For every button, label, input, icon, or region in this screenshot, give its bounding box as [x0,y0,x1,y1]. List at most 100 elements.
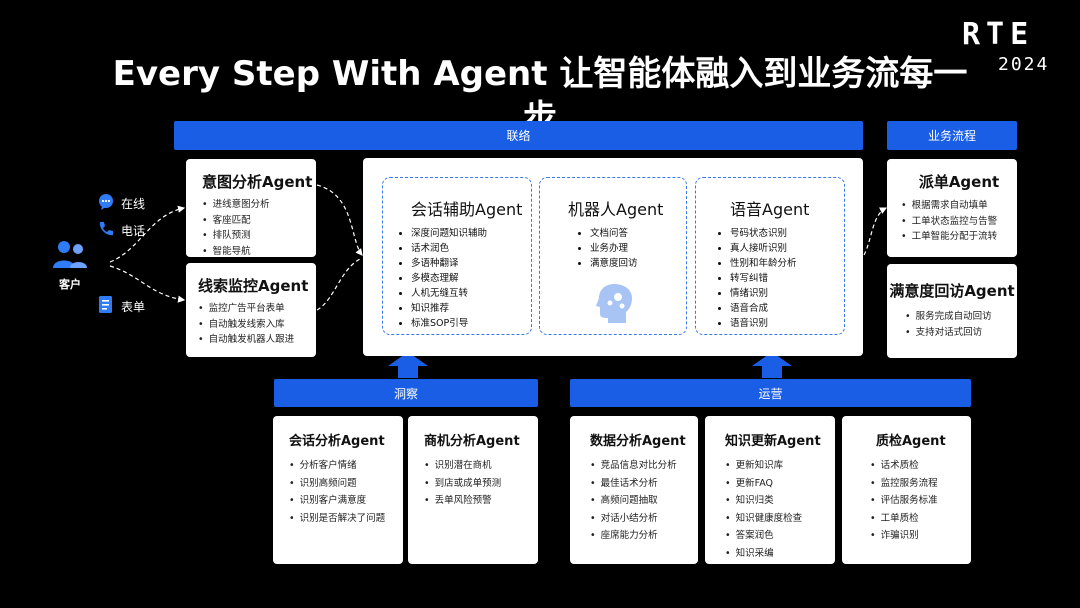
svg-text:RTE: RTE [962,17,1034,52]
list-item: 自动触发线索入库 [198,317,316,333]
list-item: 对话小结分析 [590,510,698,528]
session-assist-card: 会话辅助Agent 深度问题知识辅助 话术润色 多语种翻译 多模态理解 人机无缝… [382,177,532,335]
card-title: 语音Agent [730,200,810,219]
up-arrow-insight [388,352,428,378]
list-item: 丢单风险预警 [424,492,538,510]
connector-center-dispatch [863,207,888,256]
list-item: 客座匹配 [202,213,316,229]
list-item: 识别潜在商机 [424,457,538,475]
list-item: 智能导航 [202,244,316,260]
list-item: 转写纠错 [730,271,844,286]
card-title: 知识更新Agent [725,434,821,449]
list-item: 识别是否解决了问题 [289,510,403,528]
card-title: 质检Agent [876,434,946,449]
list-item: 语音识别 [730,316,844,331]
list-item: 进线意图分析 [202,197,316,213]
liaison-bar: 联络 [174,121,863,150]
list-item: 知识健康度检查 [725,510,835,528]
ai-head-icon [596,282,634,328]
list-item: 识别客户满意度 [289,492,403,510]
list-item: 服务完成自动回访 [905,309,1017,325]
list-item: 工单状态监控与告警 [901,214,1017,230]
channel-phone: 电话 [97,220,145,241]
connector-lead-center [316,257,363,311]
dispatch-agent-card: 派单Agent 根据需求自动填单 工单状态监控与告警 工单智能分配于流转 [887,159,1017,257]
intent-analysis-card: 意图分析Agent 进线意图分析 客座匹配 排队预测 智能导航 [186,159,316,257]
list-item: 话术质检 [870,457,971,475]
robot-agent-card: 机器人Agent 文档问答 业务办理 满意度回访 [539,177,687,335]
business-opportunity-card: 商机分析Agent 识别潜在商机 到店或成单预测 丢单风险预警 [408,416,538,564]
connector-customer-lead [109,265,186,303]
connector-customer-intent [109,205,186,263]
connector-intent-center [316,184,363,256]
list-item: 语音合成 [730,301,844,316]
customer-icon [51,241,89,274]
session-analysis-card: 会话分析Agent 分析客户情绪 识别高频问题 识别客户满意度 识别是否解决了问… [273,416,403,564]
customer-group: 客户 [50,238,90,292]
list-item: 人机无缝互转 [411,286,531,301]
list-item: 评估服务标准 [870,492,971,510]
list-item: 到店或成单预测 [424,475,538,493]
list-item: 知识推荐 [411,301,531,316]
knowledge-update-card: 知识更新Agent 更新知识库 更新FAQ 知识归类 知识健康度检查 答案润色 … [705,416,835,564]
list-item: 自动触发机器人跟进 [198,332,316,348]
insight-bar: 洞察 [274,379,538,407]
list-item: 深度问题知识辅助 [411,226,531,241]
list-item: 高频问题抽取 [590,492,698,510]
operation-bar: 运营 [570,379,971,407]
up-arrow-operation [752,352,792,378]
list-item: 性别和年龄分析 [730,256,844,271]
card-title: 数据分析Agent [590,434,686,449]
list-item: 知识采编 [725,545,835,563]
list-item: 多模态理解 [411,271,531,286]
card-title: 意图分析Agent [202,173,313,191]
list-item: 号码状态识别 [730,226,844,241]
list-item: 更新FAQ [725,475,835,493]
list-item: 更新知识库 [725,457,835,475]
list-item: 根据需求自动填单 [901,198,1017,214]
list-item: 工单质检 [870,510,971,528]
data-analysis-card: 数据分析Agent 竞品信息对比分析 最佳话术分析 高频问题抽取 对话小结分析 … [570,416,698,564]
card-title: 满意度回访Agent [889,282,1015,300]
card-title: 会话辅助Agent [411,200,523,219]
list-item: 支持对话式回访 [905,325,1017,341]
satisfaction-followup-card: 满意度回访Agent 服务完成自动回访 支持对话式回访 [887,264,1017,358]
list-item: 竞品信息对比分析 [590,457,698,475]
list-item: 监控广告平台表单 [198,301,316,317]
page-title: Every Step With Agent 让智能体融入到业务流每一步 [112,54,968,138]
list-item: 真人接听识别 [730,241,844,256]
list-item: 标准SOP引导 [411,316,531,331]
list-item: 知识归类 [725,492,835,510]
card-title: 机器人Agent [568,200,664,219]
list-item: 情绪识别 [730,286,844,301]
list-item: 分析客户情绪 [289,457,403,475]
lead-monitoring-card: 线索监控Agent 监控广告平台表单 自动触发线索入库 自动触发机器人跟进 [186,263,316,357]
list-item: 诈骗识别 [870,527,971,545]
card-title: 商机分析Agent [424,434,520,449]
list-item: 业务办理 [590,241,686,256]
list-item: 话术润色 [411,241,531,256]
voice-agent-card: 语音Agent 号码状态识别 真人接听识别 性别和年龄分析 转写纠错 情绪识别 … [695,177,845,335]
card-title: 派单Agent [918,173,1000,191]
business-flow-bar: 业务流程 [887,121,1017,150]
list-item: 答案润色 [725,527,835,545]
list-item: 识别高频问题 [289,475,403,493]
list-item: 文档问答 [590,226,686,241]
list-item: 座席能力分析 [590,527,698,545]
form-icon [97,295,115,318]
channel-form: 表单 [97,295,145,318]
customer-label: 客户 [59,278,81,291]
list-item: 多语种翻译 [411,256,531,271]
list-item: 监控服务流程 [870,475,971,493]
list-item: 最佳话术分析 [590,475,698,493]
card-title: 线索监控Agent [198,277,309,295]
quality-inspection-card: 质检Agent 话术质检 监控服务流程 评估服务标准 工单质检 诈骗识别 [842,416,971,564]
channel-online: 在线 [97,193,145,214]
rte-2024-logo: RTE 2024 [962,17,1049,75]
card-title: 会话分析Agent [289,434,385,449]
svg-text:2024: 2024 [998,54,1049,75]
list-item: 工单智能分配于流转 [901,229,1017,245]
list-item: 满意度回访 [590,256,686,271]
list-item: 排队预测 [202,228,316,244]
